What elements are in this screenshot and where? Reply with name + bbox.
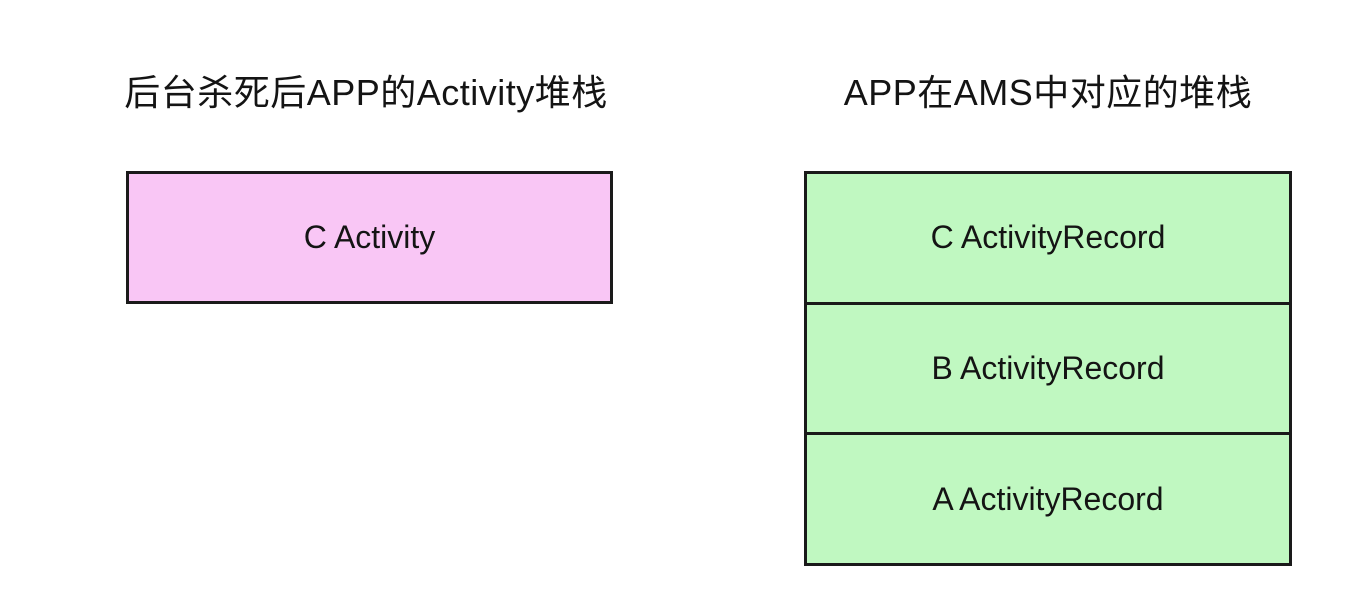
app-activity-stack-box-label: C Activity — [303, 219, 436, 255]
ams-stack-cell-a: A ActivityRecord — [807, 432, 1289, 564]
ams-stack-cell-label: C ActivityRecord — [930, 219, 1166, 256]
right-stack-title: APP在AMS中对应的堆栈 — [843, 72, 1253, 113]
ams-stack-cell-label: B ActivityRecord — [931, 350, 1165, 386]
ams-stack-cell-b: B ActivityRecord — [807, 301, 1289, 433]
ams-stack-cell-c: C ActivityRecord — [807, 174, 1289, 302]
left-stack-title: 后台杀死后APP的Activity堆栈 — [124, 72, 608, 113]
ams-record-stack: C ActivityRecord B ActivityRecord A Acti… — [804, 171, 1292, 566]
app-activity-stack-box: C Activity — [126, 171, 613, 304]
ams-stack-cell-label: A ActivityRecord — [932, 480, 1164, 517]
